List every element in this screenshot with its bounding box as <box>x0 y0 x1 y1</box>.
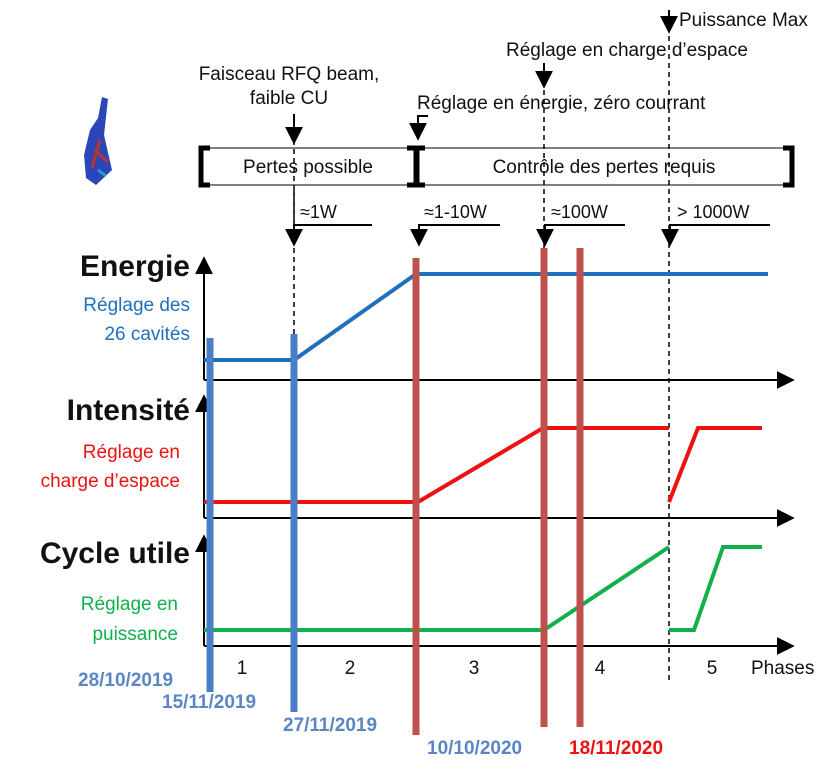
phase-1: 1 <box>237 658 248 679</box>
energy-tune-annotation: Réglage en énergie, zéro courrant <box>417 93 706 114</box>
duty-title: Cycle utile <box>40 537 190 570</box>
intensity-subtitle-2: charge d’espace <box>41 471 180 492</box>
intensity-curve <box>204 426 669 504</box>
duty-subtitle-2: puissance <box>92 624 178 645</box>
duty-cycle-curve <box>204 545 671 632</box>
phase-5: 5 <box>707 658 718 679</box>
energy-tune-arrow <box>409 115 428 141</box>
energy-subtitle-2: 26 cavités <box>104 324 190 345</box>
power-level-3: ≈100W <box>551 202 608 222</box>
date-2: 15/11/2019 <box>162 692 256 713</box>
power-level-4: > 1000W <box>677 202 750 222</box>
phase-2: 2 <box>345 658 356 679</box>
power-level-markers <box>285 224 770 247</box>
date-4: 10/10/2020 <box>427 738 522 759</box>
phase-3: 3 <box>469 658 480 679</box>
intensity-subtitle-1: Réglage en <box>83 442 180 463</box>
power-level-2: ≈1-10W <box>424 202 487 222</box>
logo-icon <box>84 97 112 185</box>
date-3: 27/11/2019 <box>283 715 377 736</box>
space-charge-annotation: Réglage en charge d’espace <box>506 40 748 61</box>
date-1: 28/10/2019 <box>78 670 173 691</box>
region-loss-control: Contrôle des pertes requis <box>493 157 716 178</box>
duty-subtitle-1: Réglage en <box>81 594 178 615</box>
milestone-bars <box>206 248 584 735</box>
energy-curve <box>204 272 768 362</box>
date-5: 18/11/2020 <box>569 738 663 759</box>
power-level-1: ≈1W <box>300 202 337 222</box>
duty-cycle-curve-phase5 <box>669 545 762 632</box>
rfq-annotation-line2: faible CU <box>250 88 328 109</box>
energy-title: Energie <box>80 250 190 283</box>
region-losses-possible: Pertes possible <box>243 157 373 178</box>
intensity-title: Intensité <box>67 394 190 427</box>
phases-label: Phases <box>751 658 814 679</box>
intensity-curve-phase5 <box>667 426 762 503</box>
region-brackets <box>198 145 795 188</box>
rfq-annotation-line1: Faisceau RFQ beam, <box>199 64 380 85</box>
phase-4: 4 <box>595 658 606 679</box>
max-power-annotation: Puissance Max <box>679 10 808 31</box>
energy-subtitle-1: Réglage des <box>83 295 190 316</box>
